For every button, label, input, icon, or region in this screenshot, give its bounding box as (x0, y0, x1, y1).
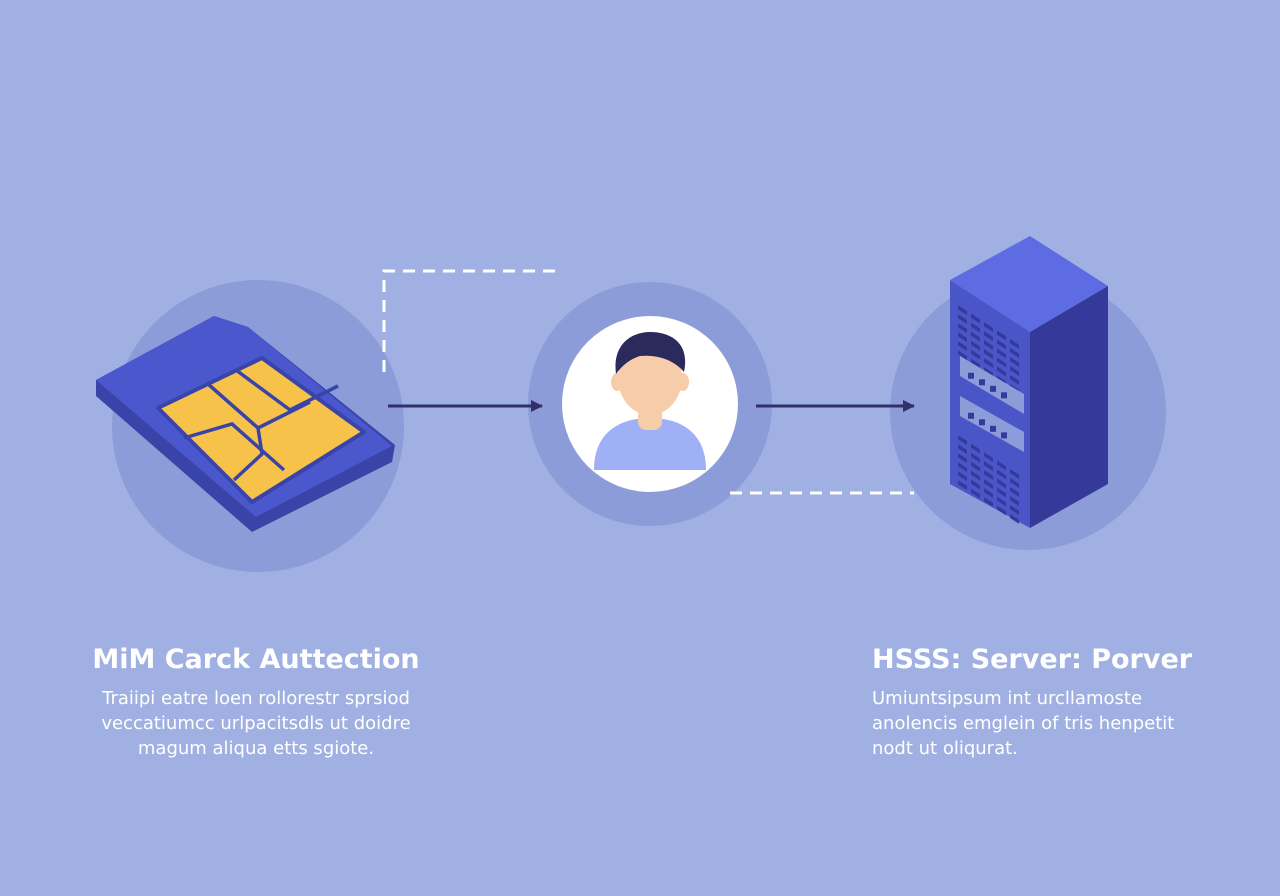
server-caption-line: nodt ut oliqurat. (872, 738, 1018, 759)
server-vent-slit (1010, 514, 1019, 524)
server-vent-slit (984, 479, 993, 489)
server-caption-line: anolencis emglein of tris henpetit (872, 713, 1175, 734)
server-vent-slit (997, 487, 1006, 498)
server-vent-slit (958, 462, 967, 473)
server-vent-slit (958, 480, 967, 491)
user-avatar-icon (562, 316, 738, 492)
sim-caption-line: Traiipi eatre loen rollorestr sprsiod (102, 688, 410, 709)
server-indicator-light (1001, 432, 1007, 439)
sim-caption-line: magum aliqua etts sgiote. (137, 738, 375, 759)
server-vent-slit (997, 357, 1006, 368)
sim-caption: MiM Carck Auttection Traiipi eatre loen … (70, 640, 442, 761)
server-vent-slit (997, 366, 1006, 377)
server-vent-slit (971, 488, 980, 499)
server-vent-slit (984, 358, 993, 368)
server-vent-slit (1010, 357, 1019, 367)
server-vent-slit (1010, 478, 1019, 488)
server-vent-slit (958, 323, 967, 334)
server-vent-slit (997, 460, 1006, 471)
server-indicator-light (1001, 392, 1007, 399)
server-vent-slit (984, 331, 993, 341)
sim-caption-body: Traiipi eatre loen rollorestr sprsiod ve… (70, 686, 442, 761)
server-vent-slit (971, 452, 980, 463)
server-vent-slit (984, 497, 993, 507)
server-vent-slit (997, 339, 1006, 350)
server-vent-slit (997, 496, 1006, 507)
server-vent-slit (971, 358, 980, 369)
server-vent-slit (1010, 487, 1019, 497)
server-drive-bay-2 (960, 396, 1024, 452)
server-indicator-light (968, 372, 974, 379)
server-caption-body: Umiuntsipsum int urcllamoste anolencis e… (872, 686, 1232, 761)
server-vent-slit (984, 452, 993, 462)
server-indicator-light (979, 419, 985, 426)
server-vent-slit (971, 479, 980, 490)
server-vent-slit (997, 469, 1006, 480)
server-caption: HSSS: Server: Porver Umiuntsipsum int ur… (872, 640, 1232, 761)
server-indicator-light (990, 425, 996, 432)
server-vent-slit (984, 470, 993, 480)
sim-card-icon (96, 316, 395, 532)
server-vent-slit (958, 305, 967, 316)
server-vent-slit (1010, 375, 1019, 385)
server-vent-slit (971, 349, 980, 360)
dashed-connector-top (382, 269, 562, 372)
server-vent-slit (1010, 496, 1019, 506)
server-indicator-light (979, 379, 985, 386)
server-vent-slit (958, 314, 967, 325)
server-vent-slit (971, 322, 980, 333)
server-indicator-light (990, 385, 996, 392)
server-vent-slit (971, 331, 980, 342)
server-vent-slit (1010, 505, 1019, 515)
server-vent-slit (984, 488, 993, 498)
server-indicator-light (968, 412, 974, 419)
server-caption-line: Umiuntsipsum int urcllamoste (872, 688, 1143, 709)
server-vent-slit (971, 461, 980, 472)
server-vents (958, 305, 1019, 524)
server-vent-slit (984, 461, 993, 471)
server-vent-slit (984, 322, 993, 332)
server-vent-slit (958, 341, 967, 352)
sim-caption-line: veccatiumcc urlpacitsdls ut doidre (101, 713, 411, 734)
server-vent-slit (984, 340, 993, 350)
server-vent-slit (997, 348, 1006, 359)
server-vent-slit (971, 443, 980, 454)
sim-caption-title: MiM Carck Auttection (92, 644, 420, 675)
server-vent-slit (997, 505, 1006, 516)
server-vent-slit (958, 435, 967, 446)
server-vent-slit (971, 470, 980, 481)
sim-chip (156, 356, 366, 504)
server-vent-slit (958, 453, 967, 464)
server-indicator-lights (968, 372, 1007, 439)
server-vent-slit (958, 444, 967, 455)
server-caption-title: HSSS: Server: Porver (872, 644, 1193, 675)
server-vent-slit (958, 350, 967, 361)
server-vent-slit (997, 478, 1006, 489)
server-vent-slit (1010, 366, 1019, 376)
server-vent-slit (958, 471, 967, 482)
server-rack-icon (950, 236, 1108, 528)
server-vent-slit (984, 349, 993, 359)
server-vent-slit (997, 330, 1006, 341)
server-vent-slit (1010, 348, 1019, 358)
server-drive-bay-1 (960, 356, 1024, 414)
server-vent-slit (971, 340, 980, 351)
server-vent-slit (971, 313, 980, 324)
server-vent-slit (1010, 469, 1019, 479)
server-vent-slit (958, 332, 967, 343)
server-vent-slit (1010, 339, 1019, 349)
